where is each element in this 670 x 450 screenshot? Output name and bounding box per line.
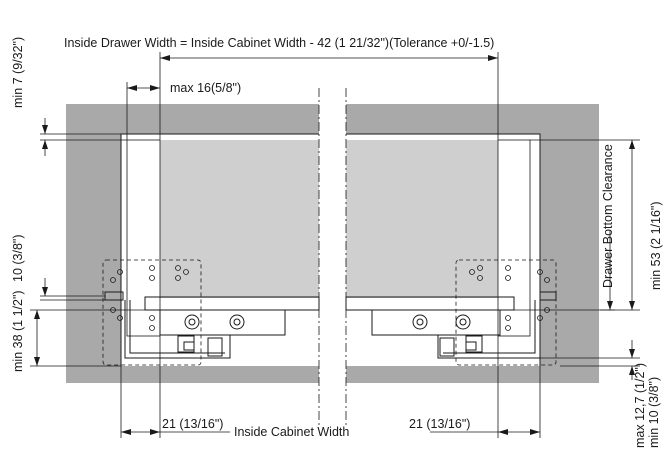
ten-3-8-label: 10 (3/8")	[11, 234, 25, 282]
min-10-label: min 10 (3/8")	[647, 377, 661, 448]
max-12-7-label: max 12,7 (1/2")	[633, 363, 647, 448]
drawer-side-left	[126, 139, 161, 337]
slide-mechanism-left	[102, 259, 286, 366]
max-16-label: max 16(5/8")	[170, 81, 241, 95]
drawer-bottom-clearance-label: Drawer Bottom Clearance	[601, 144, 615, 288]
min-38-label: min 38 (1 1/2")	[11, 290, 25, 372]
drawer-side-right	[497, 139, 531, 337]
right-21-label: 21 (13/16")	[409, 417, 470, 431]
drawer-box-left	[160, 140, 319, 298]
min-7-label: min 7 (9/32")	[11, 37, 25, 108]
slide-mechanism-right	[371, 259, 557, 366]
inside-cabinet-width-label: Inside Cabinet Width	[234, 425, 349, 439]
cabinet-inner-outline-right	[346, 133, 541, 366]
inside-drawer-width-label: Inside Drawer Width = Inside Cabinet Wid…	[64, 36, 494, 50]
left-21-label: 21 (13/16")	[162, 417, 223, 431]
drawer-box-right	[346, 140, 498, 298]
min-53-label: min 53 (2 1/16")	[649, 201, 663, 290]
